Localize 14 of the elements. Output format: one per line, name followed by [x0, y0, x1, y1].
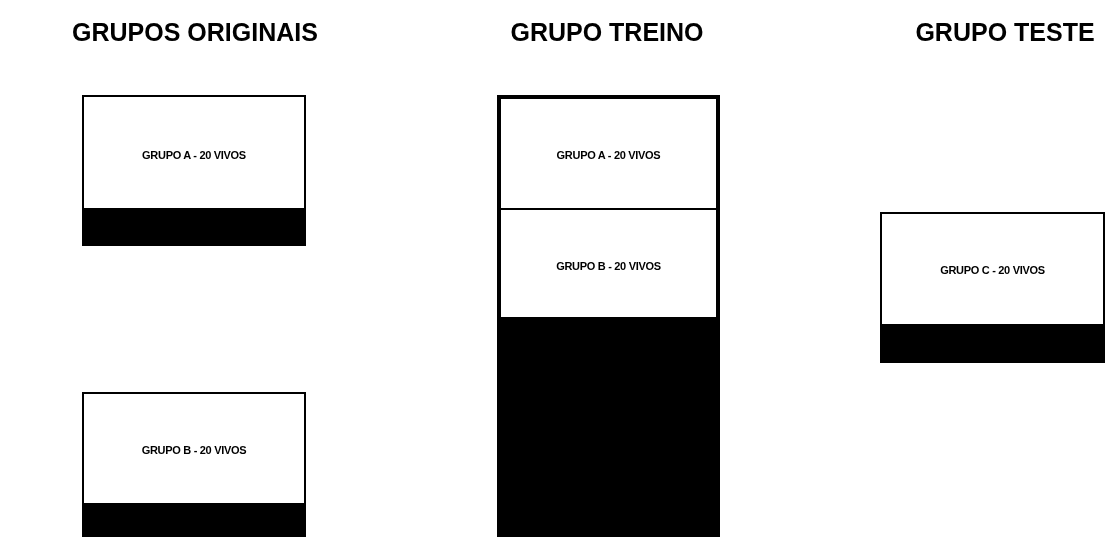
group-label: GRUPO A - 20 VIVOS [141, 149, 247, 161]
group-box [880, 212, 1105, 363]
group-box [499, 97, 718, 210]
group-label: GRUPO C - 20 VIVOS [939, 264, 1046, 276]
group-label: GRUPO B - 20 VIVOS [555, 260, 662, 272]
group-label: GRUPO B - 20 VIVOS [140, 444, 248, 456]
filled-column [497, 95, 720, 537]
group-box [499, 208, 718, 319]
column-heading: GRUPO TREINO [510, 18, 704, 47]
column-heading: GRUPOS ORIGINAIS [72, 18, 318, 47]
group-box [82, 392, 306, 537]
group-box [82, 95, 306, 246]
column-heading: GRUPO TESTE [915, 18, 1095, 47]
group-label: GRUPO A - 20 VIVOS [555, 149, 662, 161]
